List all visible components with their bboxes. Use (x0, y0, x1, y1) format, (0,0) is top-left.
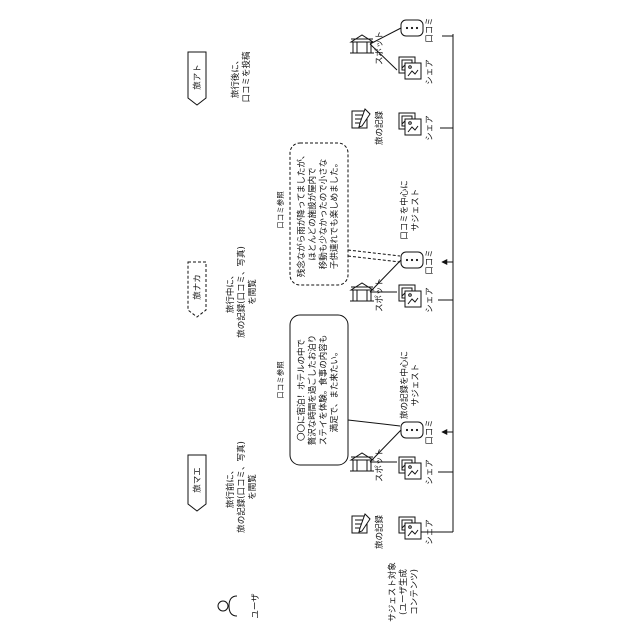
record-label: 旅の記録 (374, 515, 385, 550)
backbone (418, 34, 453, 532)
share-label: シェア (425, 519, 435, 545)
svg-text:ステイを体験。食事の内容も: ステイを体験。食事の内容も (318, 335, 329, 446)
svg-text:旅の記録(口コミ、写真): 旅の記録(口コミ、写真) (236, 246, 247, 338)
group-during: スポット シェア 口コミ 口コミを中心に サジェスト 口コミ参照 残念ながら雨が… (275, 143, 435, 313)
record-icon (352, 514, 370, 533)
share-icon (399, 113, 421, 135)
spot-label: スポット (375, 278, 385, 312)
svg-text:旅行後に、: 旅行後に、 (230, 56, 241, 98)
group-after: 旅の記録 シェア スポット シェア 口コミ (350, 17, 435, 145)
share-icon (399, 457, 421, 479)
phase-before-desc: 旅行前に、 旅の記録(口コミ、写真) を閲覧 (225, 441, 258, 533)
review-label: 口コミ (425, 17, 435, 43)
user-icon (218, 596, 237, 616)
review-ref-before: 口コミ参照 (275, 361, 285, 399)
svg-text:移動も少なかったので小さな: 移動も少なかったので小さな (318, 159, 329, 270)
review-icon (401, 422, 423, 438)
phase-before: 旅マエ (188, 455, 206, 511)
svg-text:(ユーザ生成: (ユーザ生成 (398, 569, 409, 615)
svg-text:残念ながら雨が降ってましたが、: 残念ながら雨が降ってましたが、 (296, 151, 307, 277)
spot-label: スポット (375, 448, 385, 482)
share-label: シェア (425, 287, 435, 313)
record-icon (352, 109, 370, 128)
phase-after-desc: 旅行後に、 口コミを投稿 (230, 51, 252, 103)
svg-text:旅行前に、: 旅行前に、 (225, 466, 236, 508)
svg-text:を閲覧: を閲覧 (247, 474, 258, 500)
phase-after-label: 旅アト (192, 64, 203, 90)
record-label: 旅の記録 (374, 111, 385, 146)
row-label: サジェスト対象 (ユーザ生成 コンテンツ) (387, 562, 420, 622)
phase-before-label: 旅マエ (192, 467, 203, 493)
svg-text:満足で、また来たい。: 満足で、また来たい。 (330, 348, 340, 433)
review-icon (401, 20, 423, 36)
share-label: シェア (425, 459, 435, 485)
phase-during-desc: 旅行中に、 旅の記録(口コミ、写真) を閲覧 (225, 246, 258, 338)
svg-text:旅行中に、: 旅行中に、 (225, 271, 236, 313)
group-before: 旅の記録 シェア スポット シェア 口コミ 旅の記録を中心に サジェスト 口コミ… (275, 315, 435, 549)
share-label: シェア (425, 59, 435, 85)
share-label: シェア (425, 115, 435, 141)
share-icon (399, 285, 421, 307)
share-icon (399, 517, 421, 539)
svg-text:サジェスト: サジェスト (411, 364, 421, 407)
review-label: 口コミ (425, 419, 435, 445)
suggest-by-review: 口コミを中心に (399, 180, 410, 240)
suggest-by-record: 旅の記録を中心に (399, 351, 410, 419)
user-label: ユーザ (251, 593, 261, 619)
phase-during: 旅ナカ (188, 262, 206, 317)
svg-text:子供連れでも楽しめました。: 子供連れでも楽しめました。 (329, 159, 340, 269)
svg-text:口コミを投稿: 口コミを投稿 (241, 51, 252, 103)
svg-text:ほとんどの施設が屋内で: ほとんどの施設が屋内で (307, 167, 318, 260)
review-label: 口コミ (425, 249, 435, 275)
svg-text:を閲覧: を閲覧 (247, 279, 258, 305)
svg-text:サジェスト対象: サジェスト対象 (387, 562, 398, 622)
svg-text:〇〇に宿泊！ホテルの中で: 〇〇に宿泊！ホテルの中で (296, 339, 307, 441)
review-icon (401, 252, 423, 268)
svg-text:旅の記録(口コミ、写真): 旅の記録(口コミ、写真) (236, 441, 247, 533)
svg-text:贅沢な時間を過ごしたお泊り: 贅沢な時間を過ごしたお泊り (307, 335, 318, 446)
svg-text:コンテンツ): コンテンツ) (410, 569, 420, 615)
review-ref-during: 口コミ参照 (275, 191, 285, 229)
svg-text:サジェスト: サジェスト (411, 189, 421, 232)
phase-during-label: 旅ナカ (192, 274, 203, 300)
phase-after: 旅アト (188, 52, 206, 105)
spot-label: スポット (375, 31, 385, 65)
share-icon (399, 57, 421, 79)
